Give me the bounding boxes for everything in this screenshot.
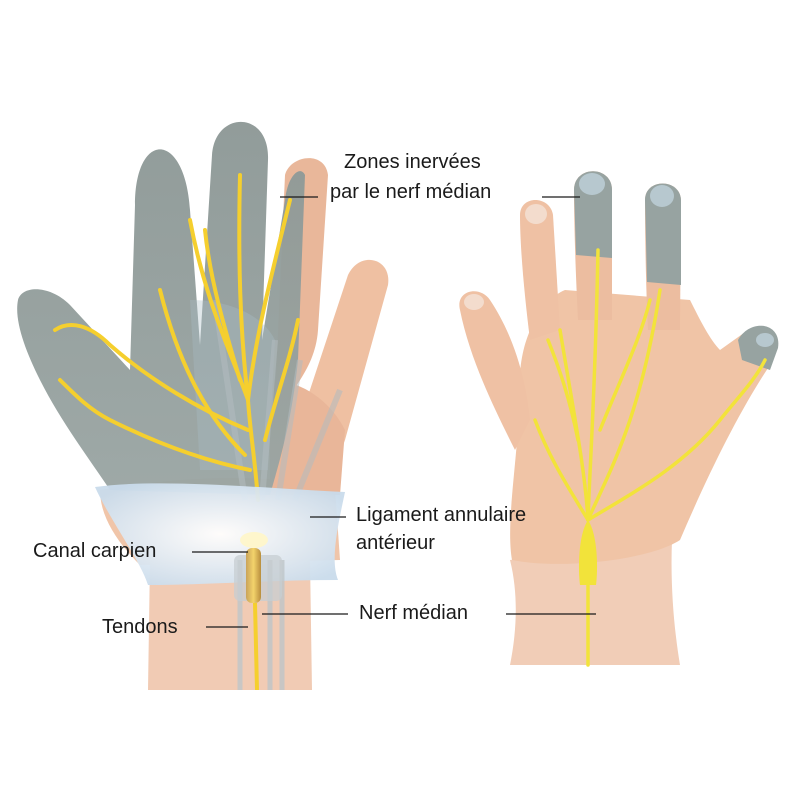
label-ligament-line2: antérieur (356, 532, 435, 554)
leader-lines (192, 196, 596, 628)
right-index-nail (525, 204, 547, 224)
right-forearm (510, 540, 680, 665)
right-middle-innervated (574, 171, 612, 258)
right-median-nerve (533, 248, 767, 667)
label-tendons: Tendons (102, 616, 178, 638)
right-index-finger (520, 200, 560, 340)
right-little-nail (756, 333, 774, 347)
right-palm (510, 290, 774, 564)
label-ligament-line1: Ligament annulaire (356, 504, 527, 526)
right-thumb (459, 291, 530, 450)
left-hand (17, 121, 389, 691)
right-middle-nail (579, 173, 605, 195)
right-hand (459, 171, 779, 667)
label-canal-carpien: Canal carpien (33, 540, 157, 562)
label-zones-line2: par le nerf médian (330, 181, 492, 203)
label-nerf-median: Nerf médian (359, 602, 468, 624)
right-ring-nail (650, 185, 674, 207)
label-zones-line1: Zones inervées (344, 151, 481, 173)
left-median-nerve (53, 173, 300, 502)
median-nerve-in-tunnel (246, 548, 261, 603)
right-ring-innervated (645, 183, 681, 285)
left-ligament (95, 483, 345, 585)
right-thumb-nail (464, 294, 484, 310)
